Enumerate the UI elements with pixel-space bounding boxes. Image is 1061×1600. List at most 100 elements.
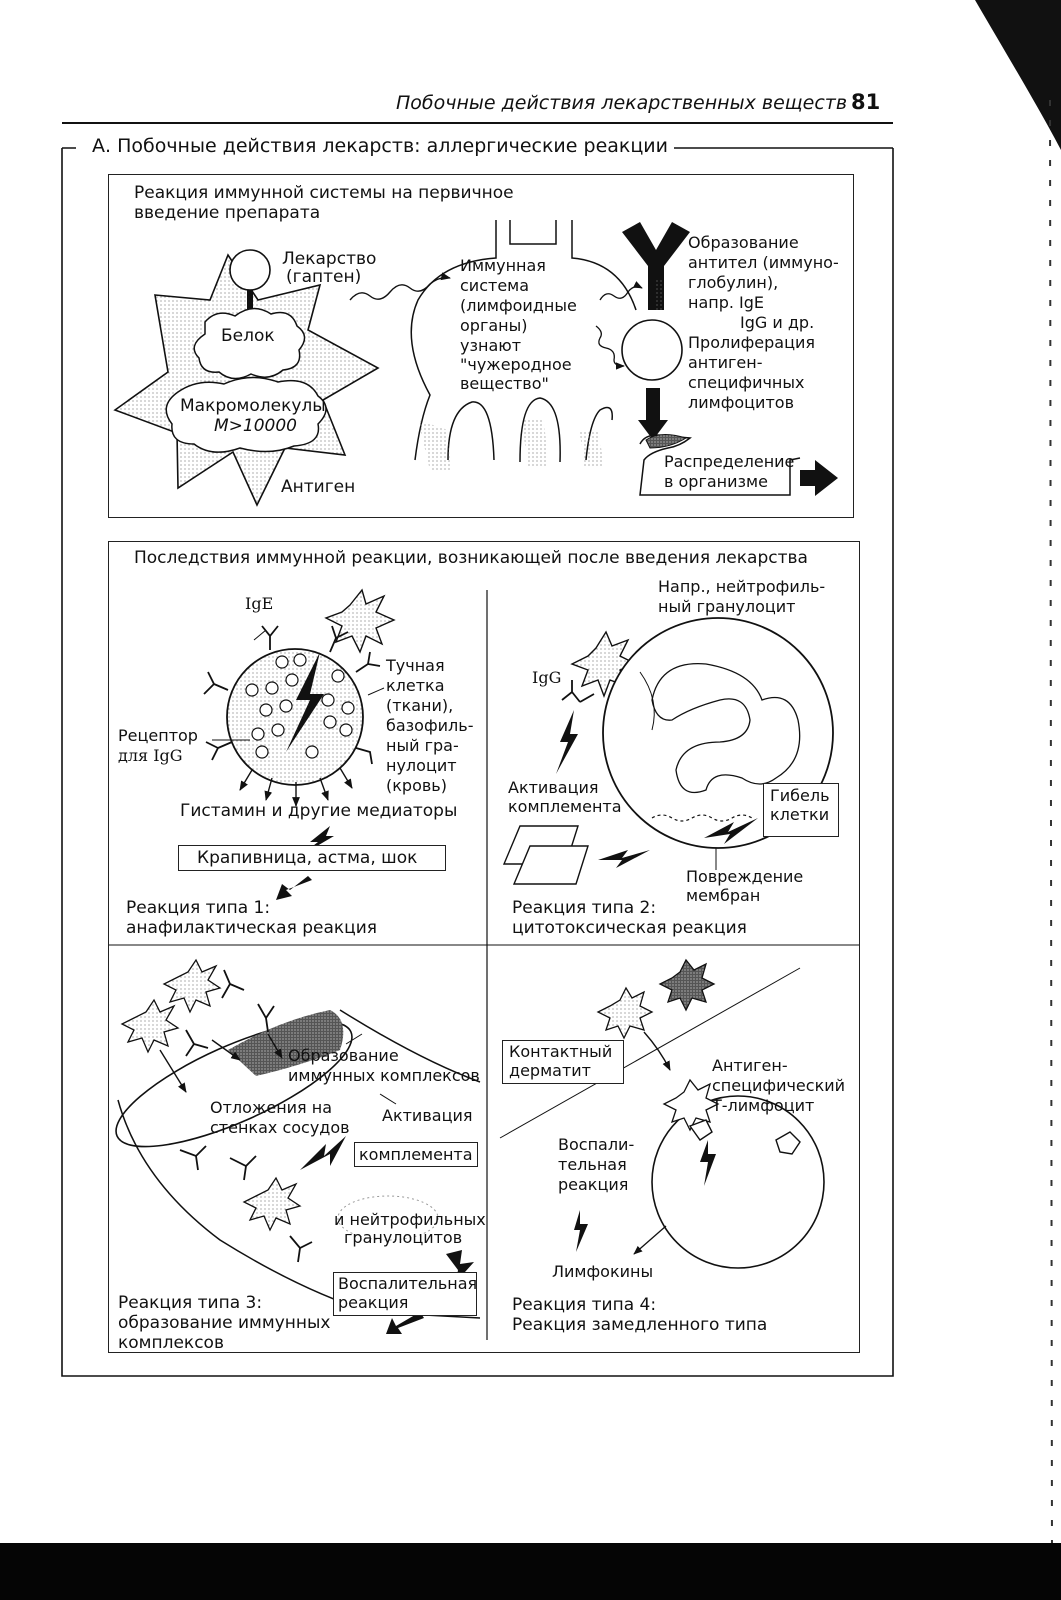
macromolecules-label: Макромолекулы (180, 396, 326, 416)
top-heading-line1: Реакция иммунной системы на первичное (134, 183, 514, 203)
skin-line (499, 967, 801, 1139)
allergen-star-t4c (662, 1078, 720, 1132)
type1-caption-line1: Реакция типа 1: (126, 898, 271, 918)
arrow-t1-down (276, 876, 312, 900)
tcell-line-0: Антиген- (712, 1056, 788, 1075)
mast-line-3: базофиль- (386, 716, 474, 735)
antibody-line-3: напр. IgE (688, 293, 765, 312)
distribution-scroll (639, 434, 801, 496)
mast-line-4: ный гра- (386, 736, 459, 755)
allergen-star-t4b (596, 986, 654, 1040)
section-title: А. Побочные действия лекарств: аллергиче… (86, 135, 675, 157)
lymphocyte-circle (621, 319, 683, 381)
lightning-t1-mid (300, 826, 334, 856)
type2-caption-line1: Реакция типа 2: (512, 898, 657, 918)
mast-line-1: клетка (386, 676, 445, 695)
type4-caption-line1: Реакция типа 4: (512, 1295, 657, 1315)
urticaria-label: Крапивница, астма, шок (197, 848, 418, 868)
lightning-t2-complement (598, 850, 650, 868)
allergen-star-t1 (324, 588, 396, 654)
cell-death-box: Гибель клетки (763, 783, 839, 837)
distribution-line-1: в организме (664, 472, 768, 491)
dermatitis-line0: Контактный (509, 1042, 613, 1061)
page-edge-line (1049, 99, 1053, 1561)
cell-death-line1: клетки (770, 805, 830, 824)
immune-line-4: узнают (460, 336, 522, 355)
distribution-scroll-top (645, 434, 688, 449)
neutrophils-line-1: гранулоцитов (344, 1228, 463, 1247)
allergen-star-t3b (120, 998, 180, 1054)
complexes-line-1: иммунных комплексов (288, 1066, 480, 1085)
immune-organ (410, 220, 637, 463)
distribution-arrow (800, 460, 838, 496)
igg-antibody-t2 (561, 680, 595, 703)
type4-caption-line2: Реакция замедленного типа (512, 1315, 768, 1335)
squiggle-arrow-lymph (595, 325, 625, 370)
lightning-t1 (286, 652, 324, 752)
allergen-star-t3a (162, 958, 222, 1014)
dermatitis-line1: дерматит (509, 1061, 591, 1080)
complement-line-1: комплемента (508, 797, 622, 816)
type3-caption-line0: Реакция типа 3: (118, 1293, 263, 1313)
deposits-line-1: стенках сосудов (210, 1118, 350, 1137)
arrow-t4-allergen (643, 1031, 671, 1071)
antibody-line-1: антител (иммуно- (688, 253, 839, 272)
type2-example-line0: Напр., нейтрофиль- (658, 577, 826, 596)
section-frame (61, 147, 894, 1377)
inflammation-line1: реакция (338, 1293, 409, 1312)
bottom-heading: Последствия иммунной реакции, возникающе… (134, 548, 808, 568)
type1-caption-line2: анафилактическая реакция (126, 918, 377, 938)
inflammatory-line-2: реакция (558, 1175, 629, 1194)
type4-diagram (499, 958, 825, 1269)
down-arrow-prolif (638, 388, 668, 440)
page-number: 81 (851, 90, 881, 114)
running-title: Побочные действия лекарственных веществ (396, 92, 848, 114)
bottom-scan-band (0, 1543, 1061, 1600)
type2-caption-line2: цитотоксическая реакция (512, 918, 747, 938)
immune-line-5: "чужеродное (460, 355, 572, 374)
inflammatory-line-0: Воспали- (558, 1135, 635, 1154)
arrow-t4-lymphokines (633, 1225, 667, 1255)
macromolecule-cloud (165, 376, 327, 453)
membrane-line-1: мембран (686, 886, 761, 905)
mediators-label: Гистамин и другие медиаторы (180, 801, 458, 821)
tcell-receptor-2 (775, 1131, 801, 1155)
type3-caption-line2: комплексов (118, 1333, 224, 1353)
prolif-line-2: специфичных (688, 373, 805, 392)
neutrophils-line-0: и нейтрофильных (334, 1210, 486, 1229)
prolif-line-3: лимфоцитов (688, 393, 794, 412)
immune-line-0: Иммунная (460, 256, 546, 275)
section-title-text: А. Побочные действия лекарств: аллергиче… (92, 135, 669, 157)
deposits-line-0: Отложения на (210, 1098, 333, 1117)
immune-line-1: система (460, 276, 530, 295)
allergen-star-t4a (658, 958, 716, 1012)
mast-line-0: Тучная (386, 656, 445, 675)
type1-diagram (203, 588, 396, 900)
type3-caption-line1: образование иммунных (118, 1313, 331, 1333)
neutrophil-nucleus (651, 663, 801, 794)
immune-line-3: органы) (460, 316, 528, 335)
mast-line-2: (ткани), (386, 696, 454, 715)
urticaria-box: Крапивница, астма, шок (178, 845, 446, 871)
antibody-y (622, 222, 690, 310)
lymphokines-label: Лимфокины (552, 1262, 654, 1281)
membrane-line-0: Повреждение (686, 867, 804, 886)
lightning-t4-cell (700, 1140, 716, 1186)
lightning-t4-left (574, 1210, 588, 1252)
receptor-line-1: для IgG (118, 746, 183, 765)
antibody-stem-shade (654, 280, 662, 310)
ige-label: IgE (245, 594, 274, 613)
antibody-line-4: IgG и др. (740, 313, 815, 332)
antibody-line-2: глобулин), (688, 273, 779, 292)
tcell-receptor (688, 1119, 713, 1141)
cell-death-line0: Гибель (770, 786, 830, 805)
lightning-t3 (300, 1136, 346, 1170)
allergen-star-t3c (242, 1176, 302, 1232)
tcell-line-1: специфический (712, 1076, 846, 1095)
protein-label: Белок (221, 326, 275, 346)
squiggle-arrow-antibody (599, 281, 643, 301)
top-heading-line2: введение препарата (134, 203, 321, 223)
prolif-line-1: антиген- (688, 353, 763, 372)
drug-label-line2: (гаптен) (286, 267, 362, 287)
